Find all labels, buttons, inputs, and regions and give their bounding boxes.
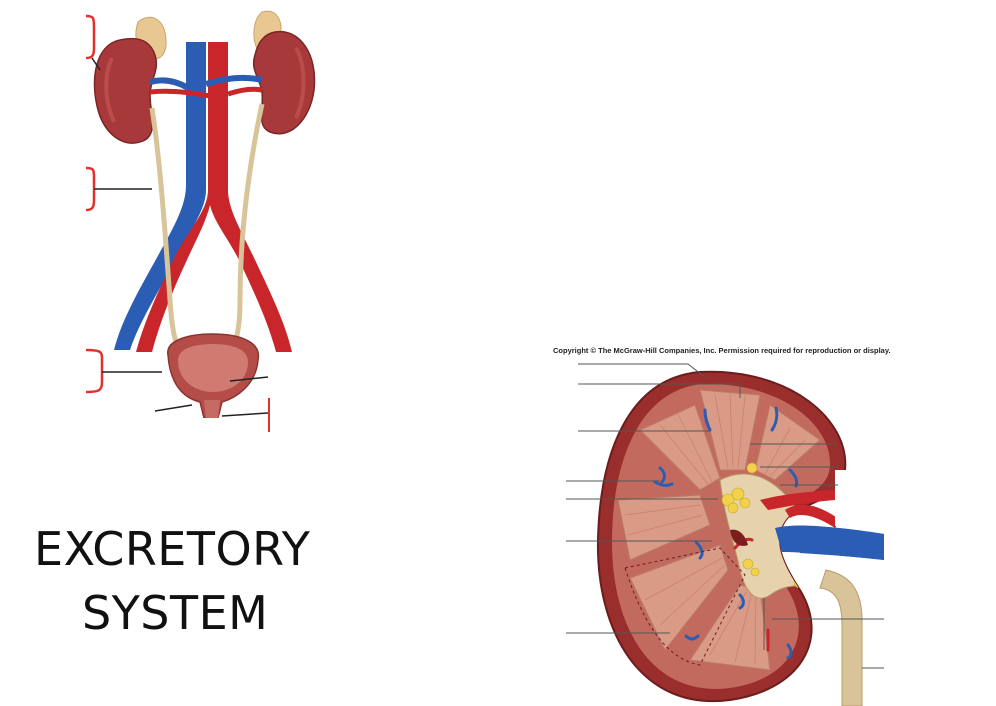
slide-title-line2: SYSTEM — [82, 586, 269, 640]
renal-pyramid-left — [617, 494, 711, 561]
bracket-bladder — [85, 348, 104, 394]
spine-highlight — [184, 30, 230, 42]
left-renal-artery — [149, 88, 211, 99]
bracket-kidney — [85, 14, 96, 60]
right-kidney-highlight — [294, 47, 306, 119]
left-ureter — [149, 107, 185, 357]
right-renal-artery — [227, 86, 263, 97]
renal-artery-branch — [785, 504, 840, 528]
bladder-interior — [178, 344, 248, 392]
kidney-leader-lines — [566, 363, 884, 669]
leader-bladder-interior — [229, 376, 269, 382]
leader-urethra-left — [154, 404, 193, 412]
minor-calyx — [730, 529, 748, 546]
aorta — [136, 38, 292, 352]
inferior-vena-cava — [114, 38, 206, 350]
copyright-notice: Copyright © The McGraw-Hill Companies, I… — [553, 346, 891, 355]
ureter — [819, 569, 863, 706]
slide-title-line1: EXCRETORY — [34, 522, 311, 576]
renal-pyramid-lower-left — [629, 544, 729, 651]
renal-pyramid-upper-right — [754, 404, 821, 481]
leader-urethra-right — [221, 412, 269, 417]
renal-lobe-outline — [624, 547, 746, 666]
right-renal-vein — [205, 74, 263, 87]
interlobar-vessels — [653, 406, 799, 660]
renal-pyramid-upper-left — [639, 404, 721, 491]
renal-artery — [760, 490, 835, 510]
renal-vein-repaint — [800, 526, 884, 560]
artery-cutoff — [835, 470, 884, 526]
urethra — [204, 400, 220, 420]
left-renal-vein — [149, 77, 190, 91]
bladder-cutoff — [150, 418, 280, 428]
pyramid-striations — [624, 393, 806, 665]
leader-kidney — [91, 57, 101, 71]
left-kidney-highlight — [104, 57, 116, 123]
